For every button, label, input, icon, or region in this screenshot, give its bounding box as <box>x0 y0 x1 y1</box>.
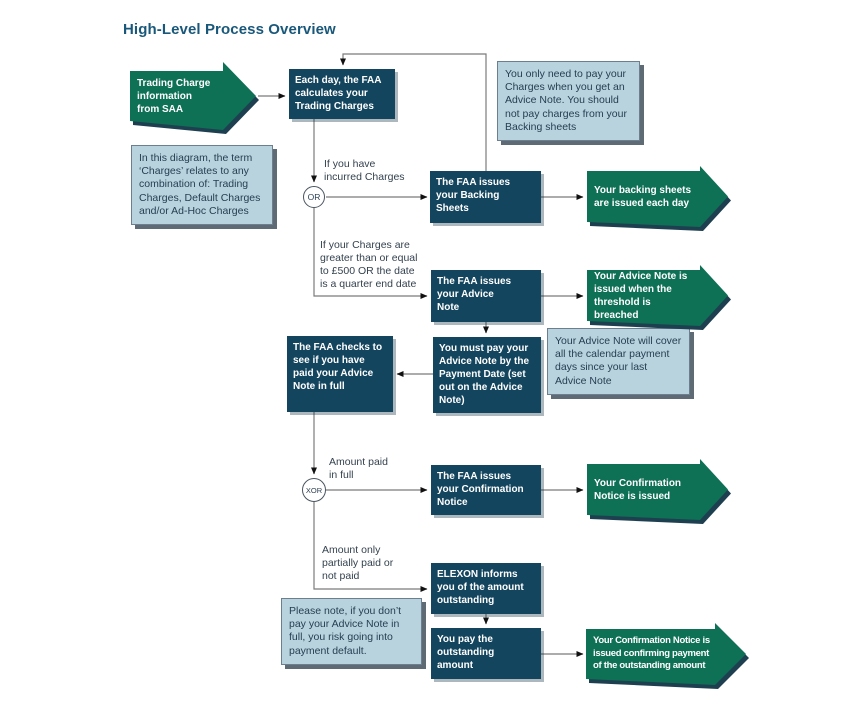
connector-xor-to-elexon <box>313 502 428 592</box>
arrow-shape <box>587 265 728 326</box>
output-arrow-confirmation-label: Your Confirmation Notice is issued <box>594 477 682 502</box>
input-arrow-saa: Trading Charge information from SAA <box>130 62 263 138</box>
note-pay-only-advice: You only need to pay your Charges when y… <box>497 61 640 142</box>
output-arrow-final-label: Your Confirmation Notice is issued confi… <box>593 635 710 672</box>
note-advice-cover: Your Advice Note will cover all the cale… <box>547 328 690 395</box>
condition-partially-paid: Amount only partially paid or not paid <box>322 544 394 583</box>
note-charges-definition: In this diagram, the term ‘Charges’ rela… <box>131 145 273 226</box>
output-arrow-final: Your Confirmation Notice is issued confi… <box>586 623 750 690</box>
node-advice-note: The FAA issues your Advice Note <box>431 270 541 322</box>
condition-incurred-charges: If you have incurred Charges <box>324 158 405 184</box>
input-arrow-saa-label: Trading Charge information from SAA <box>137 77 211 115</box>
node-confirmation-notice: The FAA issues your Confirmation Notice <box>431 465 541 515</box>
output-arrow-backing: Your backing sheets are issued each day <box>587 166 732 232</box>
page-title: High-Level Process Overview <box>123 21 336 38</box>
output-arrow-advice: Your Advice Note is issued when the thre… <box>587 265 732 331</box>
condition-paid-in-full: Amount paid in full <box>329 456 388 482</box>
output-arrow-confirmation-shape <box>587 459 731 524</box>
node-pay-advice: You must pay your Advice Note by the Pay… <box>433 337 541 413</box>
arrow-shape <box>587 166 728 227</box>
node-backing-sheets: The FAA issues your Backing Sheets <box>430 171 541 223</box>
gateway-or: OR <box>303 186 325 208</box>
gateway-xor: XOR <box>302 478 326 502</box>
connector-feedback-loop <box>340 53 487 171</box>
arrow-shape <box>587 459 728 520</box>
arrow-shape <box>586 623 746 685</box>
arrow-shape <box>130 62 256 130</box>
output-arrow-advice-shape <box>587 265 731 330</box>
node-each-day: Each day, the FAA calculates your Tradin… <box>289 69 395 119</box>
connector-group <box>258 53 584 657</box>
node-elexon-informs: ELEXON informs you of the amount outstan… <box>431 563 541 614</box>
output-arrow-final-shape <box>586 623 749 689</box>
output-arrow-backing-shape <box>587 166 731 231</box>
node-pay-outstanding: You pay the outstanding amount <box>431 628 541 679</box>
output-arrow-backing-label: Your backing sheets are issued each day <box>594 184 692 209</box>
condition-threshold: If your Charges are greater than or equa… <box>320 239 418 291</box>
connector-or-to-advice <box>313 208 428 299</box>
input-arrow-saa-shape <box>130 62 259 134</box>
output-arrow-advice-label: Your Advice Note is issued when the thre… <box>594 270 688 321</box>
node-faa-checks: The FAA checks to see if you have paid y… <box>287 336 393 412</box>
output-arrow-confirmation: Your Confirmation Notice is issued <box>587 459 732 525</box>
note-payment-default: Please note, if you don’t pay your Advic… <box>281 598 422 665</box>
